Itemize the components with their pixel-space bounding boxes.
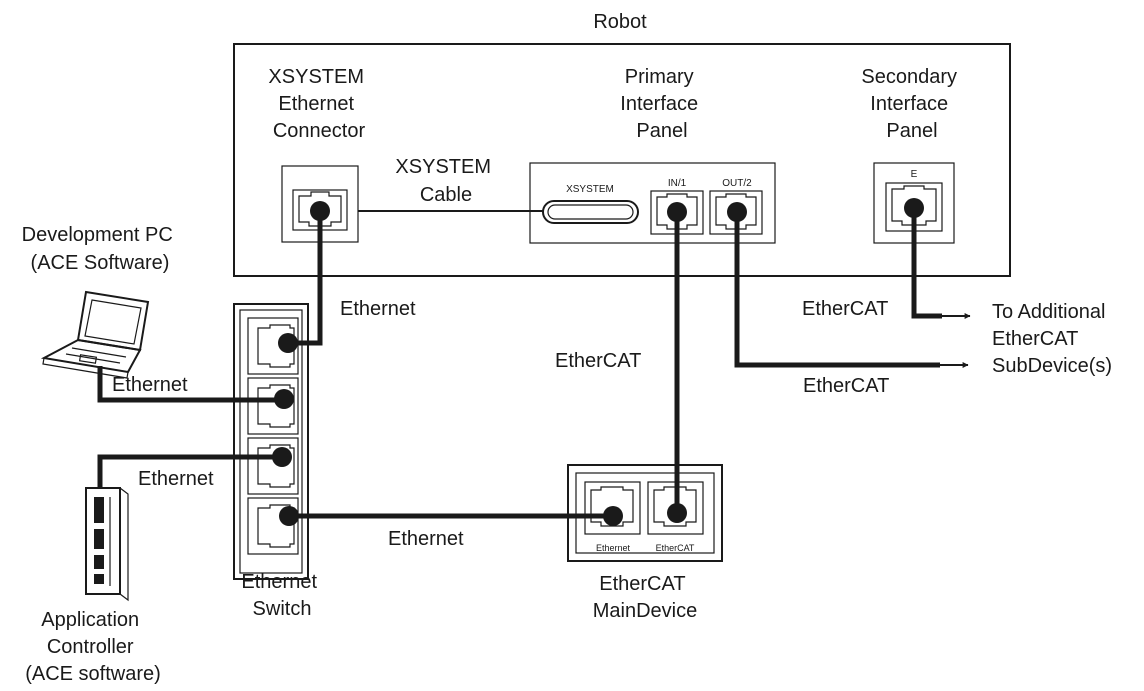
ethernet-switch-label: Ethernet Switch: [241, 571, 322, 620]
application-controller-label-line: Controller: [47, 636, 134, 658]
robot-title: Robot: [593, 11, 647, 33]
ethercat-primary-label: EtherCAT: [555, 350, 641, 372]
xsystem-connector-label-line: XSYSTEM: [268, 66, 364, 88]
destination-label-line: To Additional: [992, 301, 1105, 323]
e-port-label: E: [911, 169, 918, 180]
ethernet-robot-label: Ethernet: [340, 298, 416, 320]
secondary-panel-label-line: Panel: [886, 120, 937, 142]
xsystem-port: [542, 200, 639, 224]
primary-panel-label: Primary Interface Panel: [620, 66, 703, 142]
ethernet-cable-pc: [97, 366, 284, 403]
robot-box: [233, 43, 1011, 277]
ethercat-maindevice-label-line: MainDevice: [593, 600, 697, 622]
switch-port: [247, 377, 299, 435]
application-controller-label: Application Controller (ACE software): [25, 609, 161, 685]
ethernet-switch-label-line: Ethernet: [241, 571, 317, 593]
primary-panel-label-line: Interface: [620, 93, 698, 115]
ethernet-switch-label-line: Switch: [253, 598, 312, 620]
xsystem-connector-label-line: Ethernet: [278, 93, 354, 115]
ethernet-cable-controller: [97, 454, 282, 488]
xsystem-cable-label-line: XSYSTEM: [395, 156, 491, 178]
ethercat-secondary-label: EtherCAT: [802, 298, 888, 320]
xsystem-connector-label: XSYSTEM Ethernet Connector: [268, 66, 369, 142]
ethercat-cable-out: [734, 212, 940, 368]
development-pc-label-line: (ACE Software): [31, 252, 170, 274]
switch-port: [247, 437, 299, 495]
ethercat-maindevice-label-line: EtherCAT: [599, 573, 685, 595]
ethernet-switch: [233, 303, 309, 580]
ethercat-out-label: EtherCAT: [803, 375, 889, 397]
secondary-panel-label-line: Interface: [870, 93, 948, 115]
ethernet-cable-robot: [288, 211, 323, 346]
xsystem-cable-label: XSYSTEM Cable: [395, 156, 496, 206]
switch-port: [247, 317, 299, 375]
primary-panel-label-line: Panel: [636, 120, 687, 142]
application-controller-label-line: Application: [41, 609, 139, 631]
secondary-interface-panel: E: [873, 162, 955, 244]
application-controller-label-line: (ACE software): [25, 663, 161, 685]
in-port-label: IN/1: [668, 178, 687, 189]
secondary-panel-label: Secondary Interface Panel: [861, 66, 962, 142]
ethernet-controller-label: Ethernet: [138, 468, 214, 490]
development-pc-label-line: Development PC: [22, 224, 173, 246]
destination-label: To Additional EtherCAT SubDevice(s): [992, 301, 1112, 377]
maindevice-ethernet-port: [584, 481, 641, 535]
destination-label-line: SubDevice(s): [992, 355, 1112, 377]
maindevice-port-ethercat-label: EtherCAT: [656, 543, 695, 553]
controller-icon: [85, 487, 129, 602]
switch-port: [247, 497, 299, 555]
ethercat-cable-secondary: [911, 208, 942, 319]
destination-label-line: EtherCAT: [992, 328, 1078, 350]
laptop-icon: [40, 290, 150, 379]
secondary-panel-label-line: Secondary: [861, 66, 957, 88]
ethernet-pc-label: Ethernet: [112, 374, 188, 396]
xsystem-port-label: XSYSTEM: [566, 184, 614, 195]
ethernet-maindevice-label: Ethernet: [388, 528, 464, 550]
primary-panel-label-line: Primary: [625, 66, 694, 88]
ethercat-maindevice-label: EtherCAT MainDevice: [593, 573, 697, 622]
xsystem-cable-label-line: Cable: [420, 184, 472, 206]
xsystem-connector-label-line: Connector: [273, 120, 366, 142]
maindevice-port-ethernet-label: Ethernet: [596, 543, 631, 553]
out-port-label: OUT/2: [722, 178, 752, 189]
development-pc-label: Development PC (ACE Software): [22, 224, 179, 274]
ethercat-maindevice: Ethernet EtherCAT: [567, 464, 723, 562]
